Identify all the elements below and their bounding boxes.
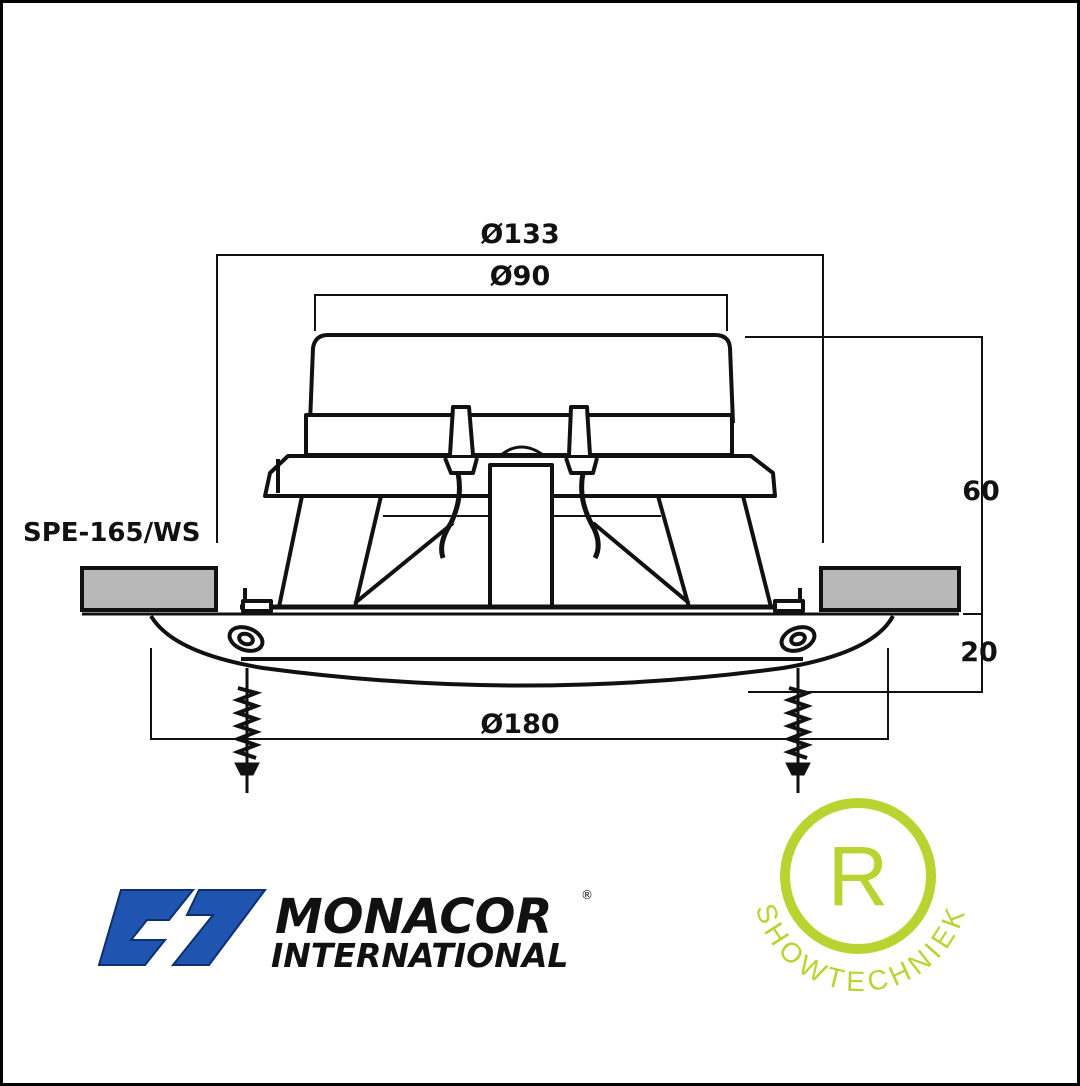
monacor-name: MONACOR [275,889,552,945]
monacor-logo: MONACOR ® INTERNATIONAL [97,888,593,975]
model-label: SPE-165/WS [23,518,201,548]
dim-top-diameter: Ø90 [490,261,551,292]
ceiling-panel-right [819,566,961,612]
showtechniek-letter: R [828,829,889,923]
screw-left [232,668,263,793]
dimension-lines [150,254,983,740]
speaker-body [82,333,959,616]
dim-outer-diameter: Ø133 [480,219,559,250]
ceiling-panel-left [80,566,218,612]
speaker-drawing: Ø133 Ø90 60 20 Ø180 SPE-165/WS MONACOR ®… [23,219,1000,997]
dim-grille-diameter: Ø180 [480,709,559,740]
dim-height: 60 [962,476,1000,507]
screw-right [783,668,814,793]
monacor-subtitle: INTERNATIONAL [271,936,568,975]
speaker-grille [149,614,895,688]
monacor-emblem-icon [97,889,267,966]
dim-grille-depth: 20 [960,637,998,668]
diagram-frame: Ø133 Ø90 60 20 Ø180 SPE-165/WS MONACOR ®… [3,3,1077,1083]
monacor-registered-mark: ® [581,888,593,902]
showtechniek-logo: R SHOWTECHNIEK [750,798,967,997]
